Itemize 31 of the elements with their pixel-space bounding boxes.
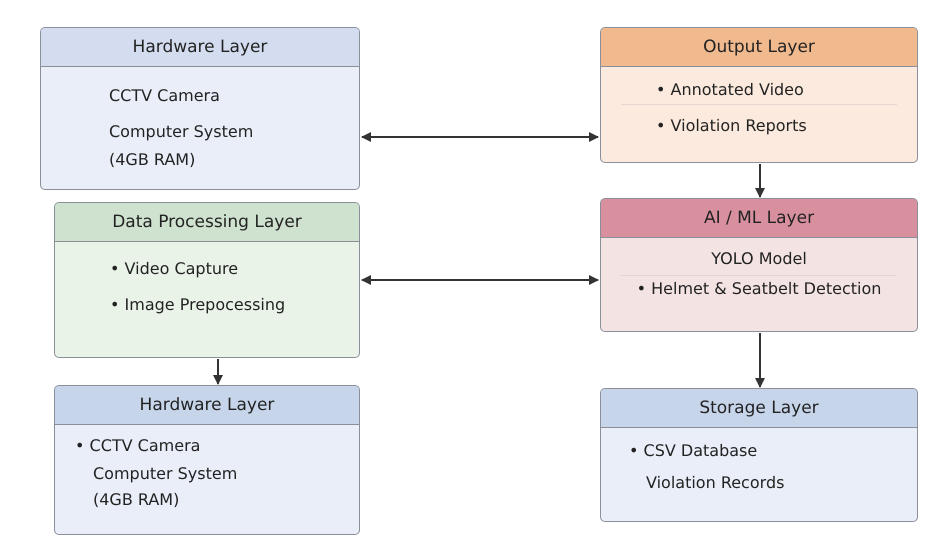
arrow [755,164,765,198]
layer-box [54,385,360,535]
layer-item: • Helmet & Seatbelt Detection [636,279,882,298]
arrow [755,333,765,388]
layer-item: Computer System [109,122,254,141]
layer-title: Hardware Layer [41,28,359,67]
layer-item: • CSV Database [629,441,758,460]
layer-title: Storage Layer [601,389,917,428]
layer-item: YOLO Model [710,249,808,268]
layer-box [54,202,360,358]
arrow [361,132,599,142]
layer-item: Violation Records [646,473,784,492]
layer-box [40,27,360,190]
layer-item: • Video Capture [110,259,238,278]
layer-item: • Annotated Video [656,80,804,99]
layer-title: Output Layer [601,28,917,67]
arrow [361,275,599,285]
arrow [213,359,223,385]
layer-item: (4GB RAM) [109,150,196,169]
layer-box [600,198,918,332]
layer-item: • Violation Reports [656,116,807,135]
layer-title: AI / ML Layer [601,199,917,238]
layer-box [600,388,918,522]
layer-item: CCTV Camera [109,86,220,105]
layer-title: Hardware Layer [55,386,359,425]
layer-item: (4GB RAM) [93,490,180,509]
layer-box [600,27,918,163]
layer-item: Computer System [93,464,238,483]
layer-title: Data Processing Layer [55,203,359,242]
layer-item: • CCTV Camera [75,436,200,455]
layer-item: • Image Prepocessing [110,295,286,314]
